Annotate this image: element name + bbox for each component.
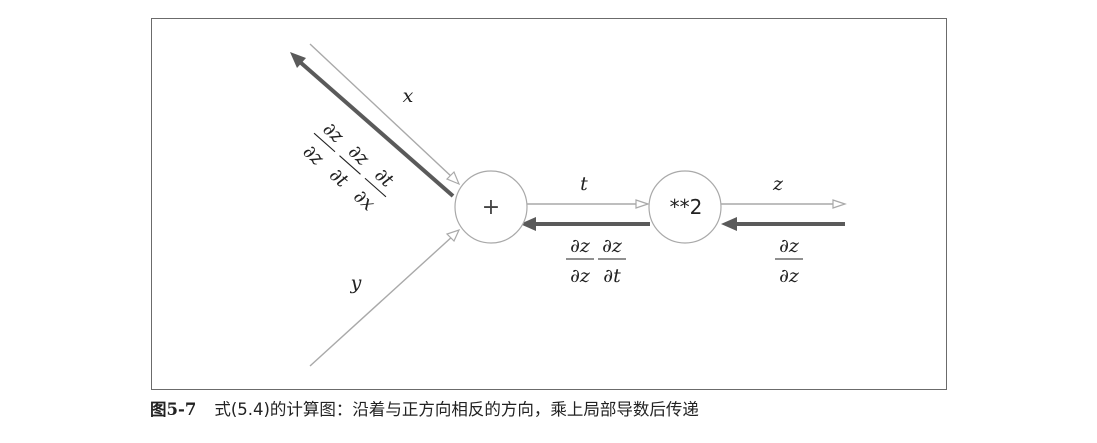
- edge-t-forward-head: [635, 199, 650, 209]
- edge-y-forward-head: [445, 228, 461, 243]
- figure-number: 图5-7: [150, 400, 197, 419]
- edge-z-forward-head: [832, 199, 847, 209]
- gradient-t-num2: ∂z: [602, 235, 623, 257]
- gradient-t-den2: ∂t: [603, 265, 621, 287]
- label-x: x: [403, 85, 414, 107]
- gradient-t-den1: ∂z: [570, 265, 591, 287]
- gradient-x-bar2: [339, 155, 361, 175]
- label-z: z: [772, 173, 784, 195]
- edge-x-backward-head: [290, 52, 306, 68]
- edge-z-backward-head: [721, 217, 737, 231]
- figure-caption: 图5-7 式(5.4)的计算图：沿着与正方向相反的方向，乘上局部导数后传递: [150, 396, 699, 420]
- label-t: t: [580, 173, 588, 195]
- square-node-label: **2: [670, 195, 703, 219]
- add-node-label: +: [482, 195, 500, 220]
- square-node: [648, 170, 722, 244]
- add-node: [454, 170, 528, 244]
- gradient-t-num1: ∂z: [570, 235, 591, 257]
- label-y: y: [350, 272, 362, 294]
- gradient-x-bar3: [364, 177, 387, 198]
- figure-caption-text: 式(5.4)的计算图：沿着与正方向相反的方向，乘上局部导数后传递: [214, 400, 699, 419]
- gradient-x-bar1: [313, 132, 336, 153]
- edge-y-forward: [309, 234, 455, 367]
- gradient-z-out-den: ∂z: [779, 265, 800, 287]
- edge-x-backward: [298, 60, 455, 198]
- edge-x-forward-head: [445, 170, 461, 186]
- edge-t-backward-head: [520, 217, 536, 231]
- gradient-t-back: ∂z ∂z ∂z ∂t: [566, 235, 626, 287]
- gradient-z-out-num: ∂z: [779, 235, 800, 257]
- edge-x-forward: [309, 43, 454, 179]
- gradient-z-out: ∂z ∂z: [775, 235, 803, 287]
